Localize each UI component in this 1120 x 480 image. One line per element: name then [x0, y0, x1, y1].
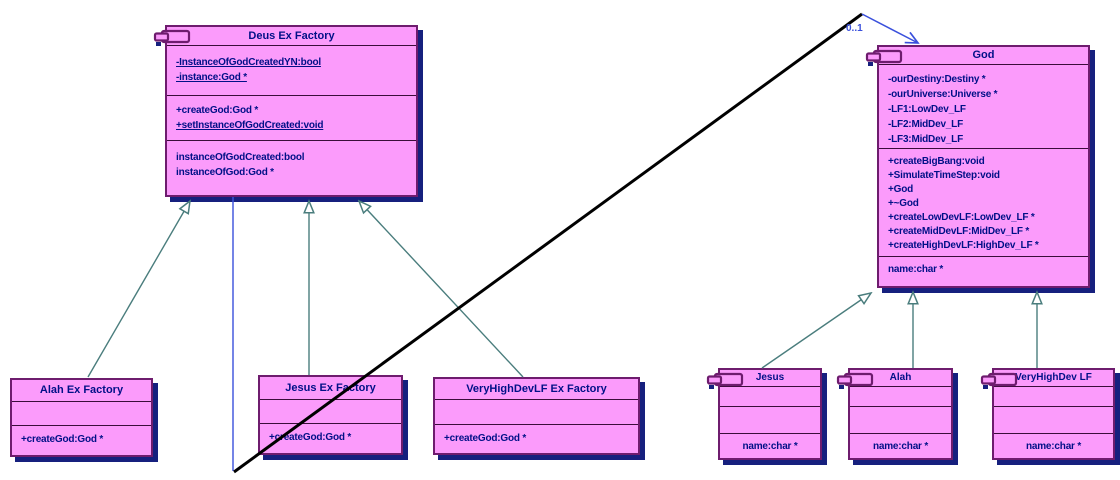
class-box-veryhighdev-lf[interactable]: VeryHighDev LF name:char *: [980, 368, 1115, 460]
property-row: instanceOfGodCreated:bool: [176, 152, 305, 163]
class-title: Jesus Ex Factory: [285, 382, 376, 394]
generalization-jesus-to-god: [761, 293, 871, 369]
property-row: name:char *: [742, 441, 798, 452]
class-title: VeryHighDevLF Ex Factory: [466, 383, 607, 395]
class-box-alah[interactable]: Alah name:char *: [836, 368, 953, 460]
class-box-veryhighdevlf-ex-factory[interactable]: VeryHighDevLF Ex Factory +createGod:God …: [433, 377, 640, 455]
class-box-alah-ex-factory[interactable]: Alah Ex Factory +createGod:God *: [10, 378, 153, 457]
class-box-god[interactable]: God -ourDestiny:Destiny * -ourUniverse:U…: [865, 45, 1090, 288]
class-title: VeryHighDev LF: [1015, 372, 1092, 383]
class-box-jesus[interactable]: Jesus name:char *: [706, 368, 822, 460]
association-arrow-to-god: [861, 13, 918, 43]
class-title: God: [972, 49, 995, 61]
attribute-row: -LF1:LowDev_LF: [888, 104, 966, 115]
method-row: +createBigBang:void: [888, 156, 985, 167]
class-icon: [706, 372, 744, 389]
attribute-row: -instance:God *: [176, 72, 247, 83]
class-box-deus-ex-factory[interactable]: Deus Ex Factory -InstanceOfGodCreatedYN:…: [153, 25, 418, 197]
class-title: Alah Ex Factory: [39, 384, 124, 396]
property-row: name:char *: [888, 264, 944, 275]
property-row: instanceOfGod:God *: [176, 167, 274, 178]
generalization-alah-factory-to-deus: [87, 201, 190, 378]
class-icon: [836, 372, 874, 389]
attribute-row: -ourUniverse:Universe *: [888, 89, 998, 100]
generalization-vhd-factory-to-deus: [359, 201, 524, 378]
property-row: name:char *: [1025, 441, 1082, 452]
class-title: Deus Ex Factory: [248, 30, 335, 42]
method-row: +createHighDevLF:HighDev_LF *: [888, 240, 1039, 251]
class-box-jesus-ex-factory[interactable]: Jesus Ex Factory +createGod:God *: [258, 375, 403, 455]
multiplicity-label: 0..1: [846, 23, 863, 34]
method-row: +createGod:God *: [21, 434, 104, 445]
attribute-row: -LF3:MidDev_LF: [888, 134, 963, 145]
class-icon: [980, 372, 1018, 389]
method-row: +SimulateTimeStep:void: [888, 170, 1000, 181]
attribute-row: -LF2:MidDev_LF: [888, 119, 963, 130]
property-row: name:char *: [872, 441, 929, 452]
attribute-row: -ourDestiny:Destiny *: [888, 74, 986, 85]
attribute-row: -InstanceOfGodCreatedYN:bool: [176, 57, 321, 68]
class-icon: [153, 29, 191, 46]
method-row: +God: [888, 184, 914, 195]
method-row: +createGod:God *: [444, 433, 527, 444]
class-title: Alah: [889, 372, 912, 383]
method-row: +createGod:God *: [176, 105, 259, 116]
method-row: +~God: [888, 198, 919, 209]
method-row: +setInstanceOfGodCreated:void: [176, 120, 324, 131]
class-icon: [865, 49, 903, 66]
method-row: +createGod:God *: [269, 432, 352, 443]
method-row: +createMidDevLF:MidDev_LF *: [888, 226, 1030, 237]
method-row: +createLowDevLF:LowDev_LF *: [888, 212, 1035, 223]
